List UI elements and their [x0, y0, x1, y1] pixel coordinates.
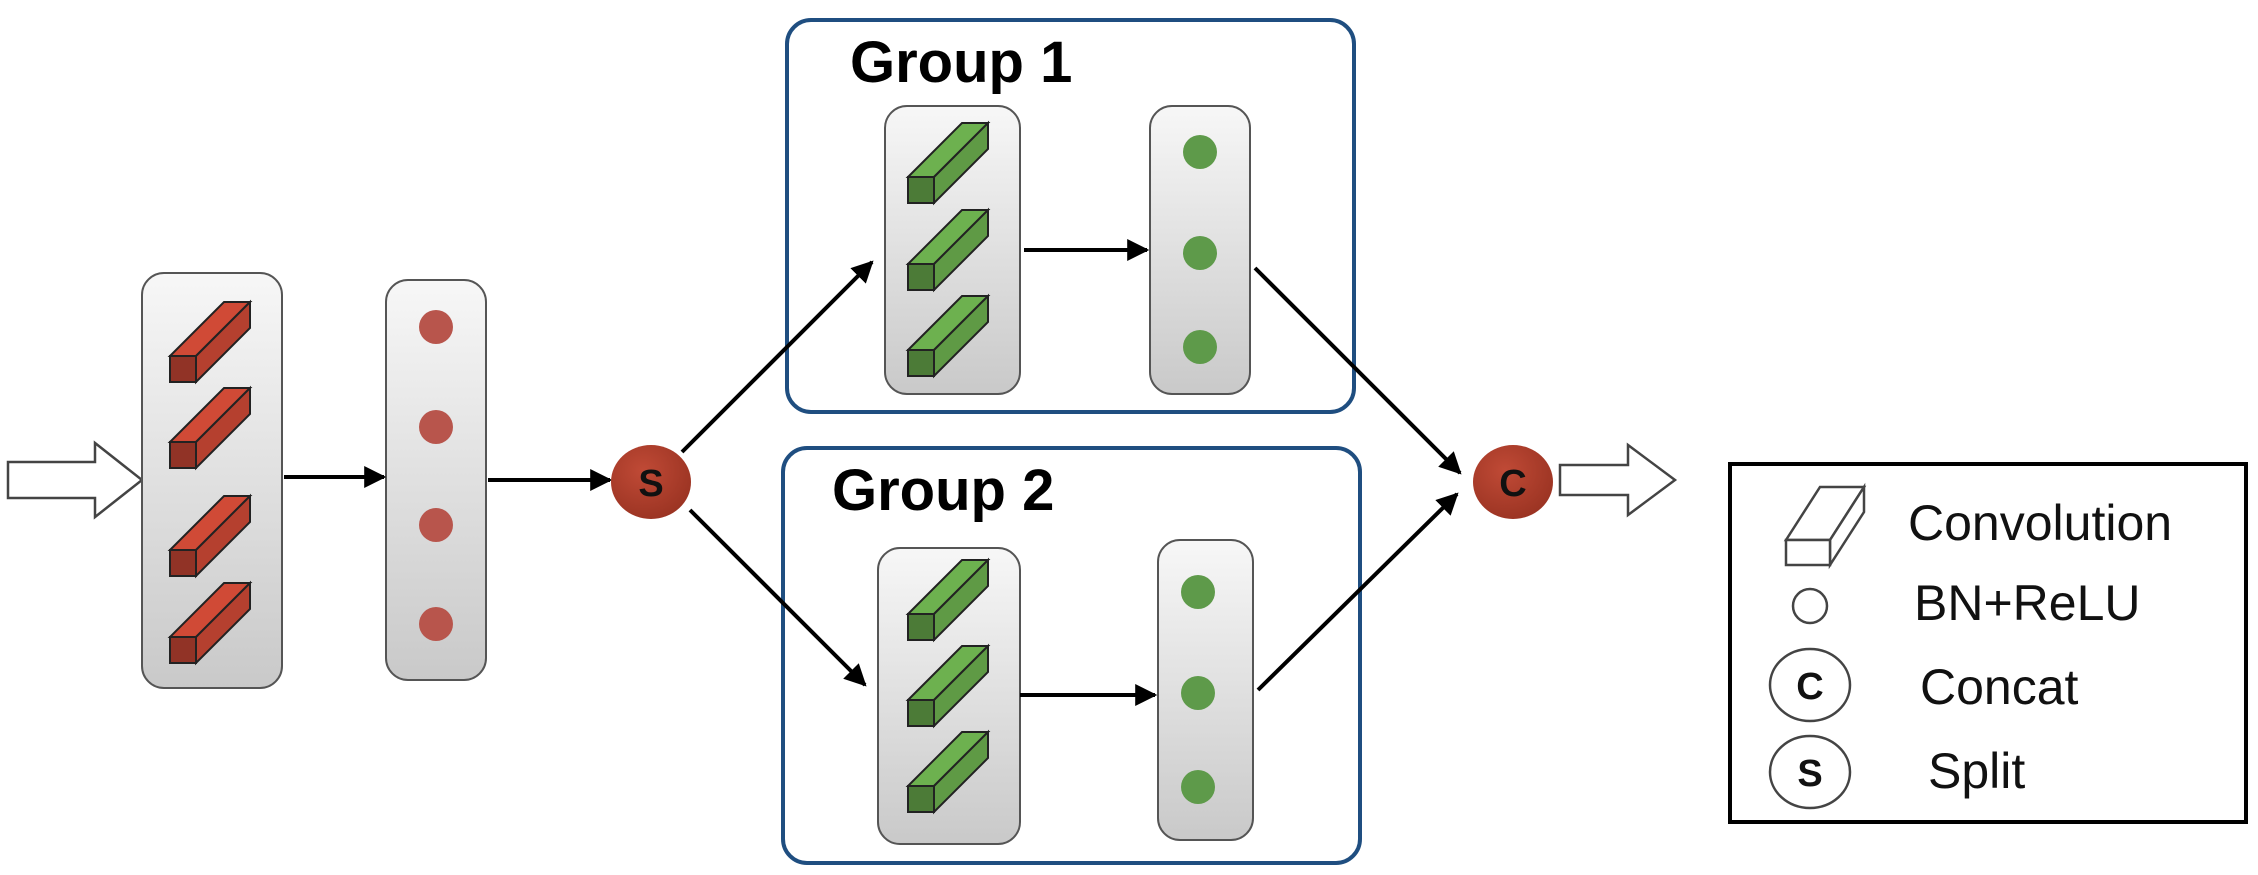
legend-label-convolution: Convolution — [1908, 495, 2172, 551]
conv-block — [905, 207, 991, 293]
bn-dots-group-1 — [1183, 135, 1217, 364]
bn-dot — [419, 410, 453, 444]
legend-label-bn-relu: BN+ReLU — [1914, 575, 2141, 631]
bn-dot — [1181, 575, 1215, 609]
legend-concat-letter: C — [1796, 666, 1823, 708]
conv-block — [905, 120, 991, 206]
legend-label-concat: Concat — [1920, 659, 2079, 715]
group-1-box — [785, 18, 1356, 414]
legend-label-split: Split — [1928, 743, 2025, 799]
conv-blocks-red — [167, 299, 253, 666]
conv-block — [905, 643, 991, 729]
bn-dots-group-2 — [1181, 575, 1215, 804]
group-2-box — [781, 446, 1362, 865]
conv-block — [167, 493, 253, 579]
conv-block — [167, 385, 253, 471]
conv-block — [905, 293, 991, 379]
conv-block — [905, 729, 991, 815]
bn-dot — [419, 508, 453, 542]
arrow-group-2-to-concat — [1256, 492, 1459, 692]
concat-node: C — [1473, 445, 1553, 519]
legend: Convolution BN+ReLU C Concat S Split — [1728, 462, 2248, 824]
conv-block — [905, 557, 991, 643]
group-1-title: Group 1 — [850, 30, 1072, 95]
conv-blocks-group-2 — [905, 557, 991, 815]
output-arrow — [1558, 442, 1678, 518]
group-2-title: Group 2 — [832, 458, 1054, 523]
conv-block — [167, 580, 253, 666]
concat-icon: C — [1768, 647, 1852, 723]
bn-dot — [1181, 770, 1215, 804]
bn-dot — [1183, 236, 1217, 270]
bn-dot — [1183, 330, 1217, 364]
bn-relu-icon — [1791, 587, 1829, 625]
bn-dot — [419, 310, 453, 344]
bn-dot — [419, 607, 453, 641]
split-node: S — [611, 445, 691, 519]
bn-dot — [1183, 135, 1217, 169]
conv-blocks-group-1 — [905, 120, 991, 379]
bn-dots-red — [419, 310, 453, 641]
arrow-split-to-group-1 — [680, 260, 874, 454]
legend-split-letter: S — [1797, 753, 1822, 795]
input-arrow — [6, 440, 145, 520]
split-icon: S — [1768, 734, 1852, 810]
conv-block — [167, 299, 253, 385]
split-node-letter: S — [638, 463, 663, 505]
arrow-group-1-to-concat — [1253, 266, 1462, 475]
convolution-icon — [1783, 482, 1867, 570]
arrow-split-to-group-2 — [688, 508, 867, 687]
bn-dot — [1181, 676, 1215, 710]
concat-node-letter: C — [1499, 463, 1526, 505]
